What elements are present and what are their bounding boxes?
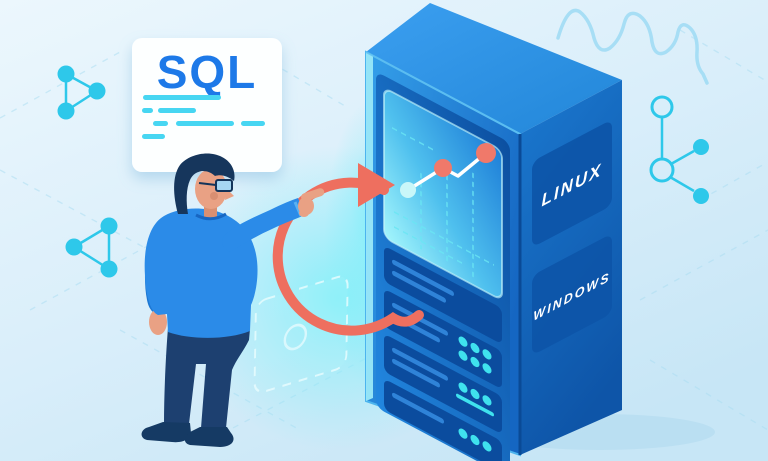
- network-branch-icon: [649, 95, 709, 204]
- circular-arrow-arc: [272, 177, 424, 336]
- line-chart-icon: [400, 143, 496, 198]
- circular-arrow-icon: [272, 163, 424, 336]
- dashed-card-icon: [253, 275, 349, 393]
- person-left-hand: [149, 309, 167, 335]
- person-left-shoe: [141, 422, 191, 443]
- chart-dot: [434, 159, 452, 177]
- network-triangle-icon: [57, 65, 106, 120]
- wave-squiggle-icon: [556, 8, 709, 85]
- person-ear: [210, 192, 218, 200]
- windows-panel: [532, 236, 612, 353]
- sql-card-panel: [132, 38, 282, 172]
- bay-slats: [392, 259, 454, 424]
- person: [141, 153, 325, 447]
- person-right-arm: [222, 198, 305, 252]
- server-front-left-edge-highlight: [366, 52, 373, 401]
- network-triangle-icon: [65, 217, 118, 278]
- chart-dot: [400, 182, 416, 198]
- screen-grid: [392, 127, 494, 278]
- chart-dot: [476, 143, 496, 163]
- bay-leds: [456, 336, 494, 452]
- server-bay: [384, 380, 502, 461]
- sql-card-code-lines: [142, 95, 265, 139]
- person-pants: [164, 328, 250, 428]
- person-glasses: [198, 179, 233, 192]
- person-collar: [195, 212, 227, 221]
- sql-card-title: SQL: [157, 46, 258, 98]
- arrow-head: [358, 163, 395, 207]
- person-hair: [174, 153, 235, 214]
- server-top-face: [366, 3, 622, 134]
- linux-panel: [532, 122, 612, 245]
- person-pointing-hand: [298, 188, 325, 217]
- sql-card: SQL: [132, 38, 282, 172]
- server-tower: LINUX WINDOWS: [365, 3, 622, 461]
- person-right-shoe: [184, 427, 234, 447]
- server-top-front-edge: [365, 51, 521, 135]
